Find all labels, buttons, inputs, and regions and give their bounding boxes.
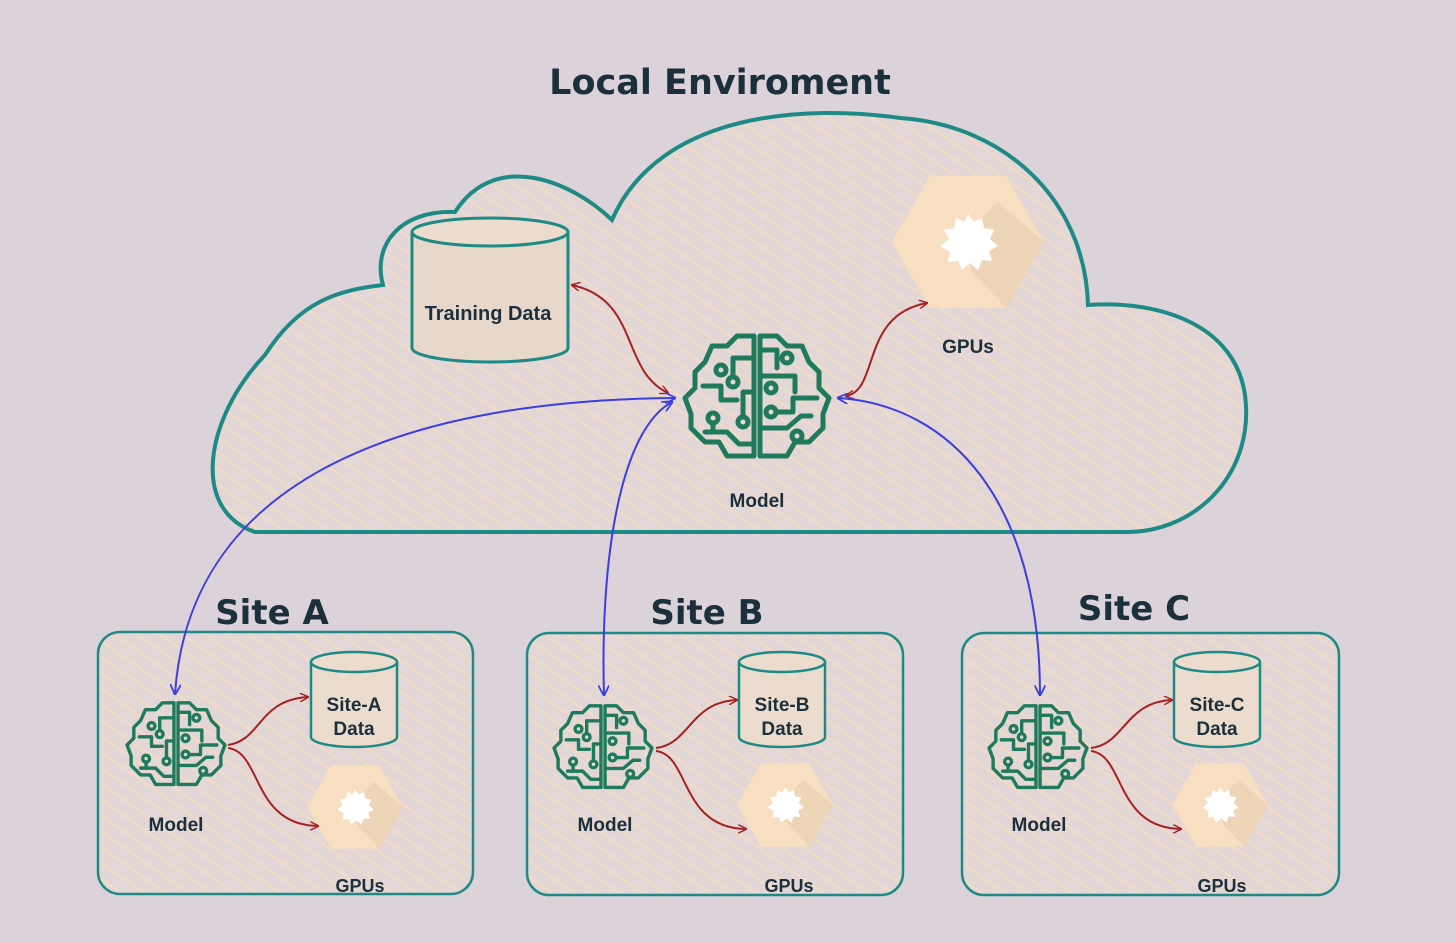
cloud-gpus-label: GPUs <box>942 337 994 358</box>
site-a-gpus-label: GPUs <box>335 876 384 896</box>
site-b-title: Site B <box>650 593 763 633</box>
site-b-data-label-line2: Data <box>761 719 803 740</box>
model-training-data-arrow <box>572 285 668 393</box>
site-b-model-gpus-arrow <box>655 750 746 829</box>
local-environment-cloud <box>210 110 1249 534</box>
site-c-data-label-line2: Data <box>1196 719 1238 740</box>
site-a-model-data-arrow <box>227 697 308 746</box>
sync-arrow-site-b <box>604 402 672 695</box>
site-c-gpus-label: GPUs <box>1197 876 1246 896</box>
training-data-label: Training Data <box>425 303 553 325</box>
site-a-model-label: Model <box>149 815 204 836</box>
site-a-data-database: Site-A Data <box>309 650 399 749</box>
site-a-model-gpus-arrow <box>227 747 318 826</box>
site-b-model-data-arrow <box>655 700 737 749</box>
site-c-data-database: Site-C Data <box>1172 650 1262 749</box>
site-b-model-label: Model <box>578 815 633 836</box>
site-a-data-label-line1: Site-A <box>327 695 382 716</box>
sync-arrow-site-c <box>838 398 1040 695</box>
site-c-title: Site C <box>1078 589 1190 629</box>
site-a-title: Site A <box>215 593 329 633</box>
site-b-gpus-label: GPUs <box>764 876 813 896</box>
site-b-box <box>525 631 905 897</box>
site-c-model-label: Model <box>1012 815 1067 836</box>
site-a-data-label-line2: Data <box>333 719 375 740</box>
site-b-data-label-line1: Site-B <box>755 695 810 716</box>
model-gpus-arrow <box>846 303 927 396</box>
site-a-box <box>96 630 475 896</box>
site-c-box <box>960 631 1341 897</box>
site-c-data-label-line1: Site-C <box>1190 695 1245 716</box>
sync-arrow-site-a <box>175 398 675 694</box>
cloud-model-label: Model <box>730 491 785 512</box>
site-b-data-database: Site-B Data <box>737 650 827 749</box>
site-c-model-gpus-arrow <box>1090 750 1181 829</box>
training-data-database: Training Data <box>410 216 570 364</box>
site-c-model-data-arrow <box>1090 700 1172 749</box>
diagram-title: Local Enviroment <box>549 63 891 103</box>
